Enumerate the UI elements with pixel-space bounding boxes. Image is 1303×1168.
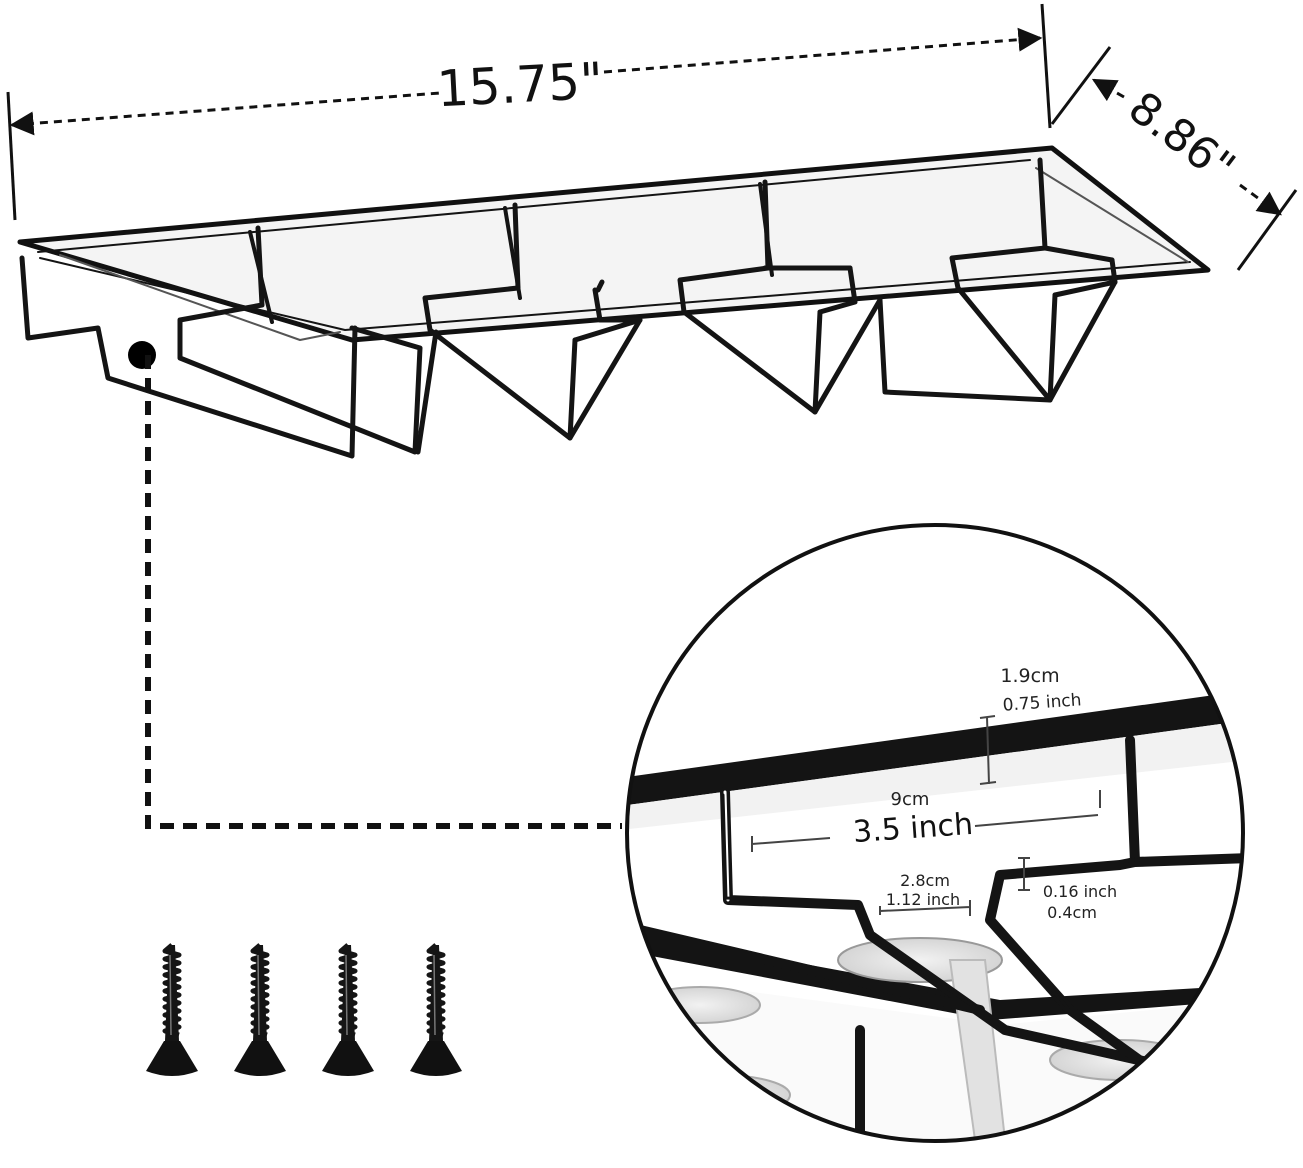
wire-thickness-cm: 0.4cm <box>1047 903 1097 922</box>
screw-icon <box>410 943 462 1076</box>
screw-icon <box>234 943 286 1076</box>
slot-opening-cm: 2.8cm <box>900 871 950 890</box>
wine-glass-rack <box>17 145 1211 459</box>
mounting-plate <box>17 145 1211 343</box>
screw-set <box>146 943 462 1076</box>
detail-zoom-circle: 1.9cm 0.75 inch 9cm 3.5 inch 2.8cm 1.12 … <box>625 523 1245 1143</box>
depth-label: 8.86" <box>1119 82 1244 194</box>
wire-thickness-inch: 0.16 inch <box>1043 882 1117 901</box>
length-dimension: 15.75" <box>6 3 1052 221</box>
callout-leader <box>128 341 622 829</box>
screw-icon <box>146 943 198 1076</box>
mounting-hole-marker <box>128 341 156 369</box>
slot-spacing-cm: 9cm <box>891 789 930 810</box>
slot-opening-inch: 1.12 inch <box>886 890 960 909</box>
length-label: 15.75" <box>435 52 604 119</box>
slot-spacing-inch: 3.5 inch <box>852 807 974 850</box>
screw-icon <box>322 943 374 1076</box>
rail-height-cm: 1.9cm <box>1000 665 1059 687</box>
hanging-rails <box>19 157 1118 459</box>
measurement-marks <box>751 715 1101 916</box>
